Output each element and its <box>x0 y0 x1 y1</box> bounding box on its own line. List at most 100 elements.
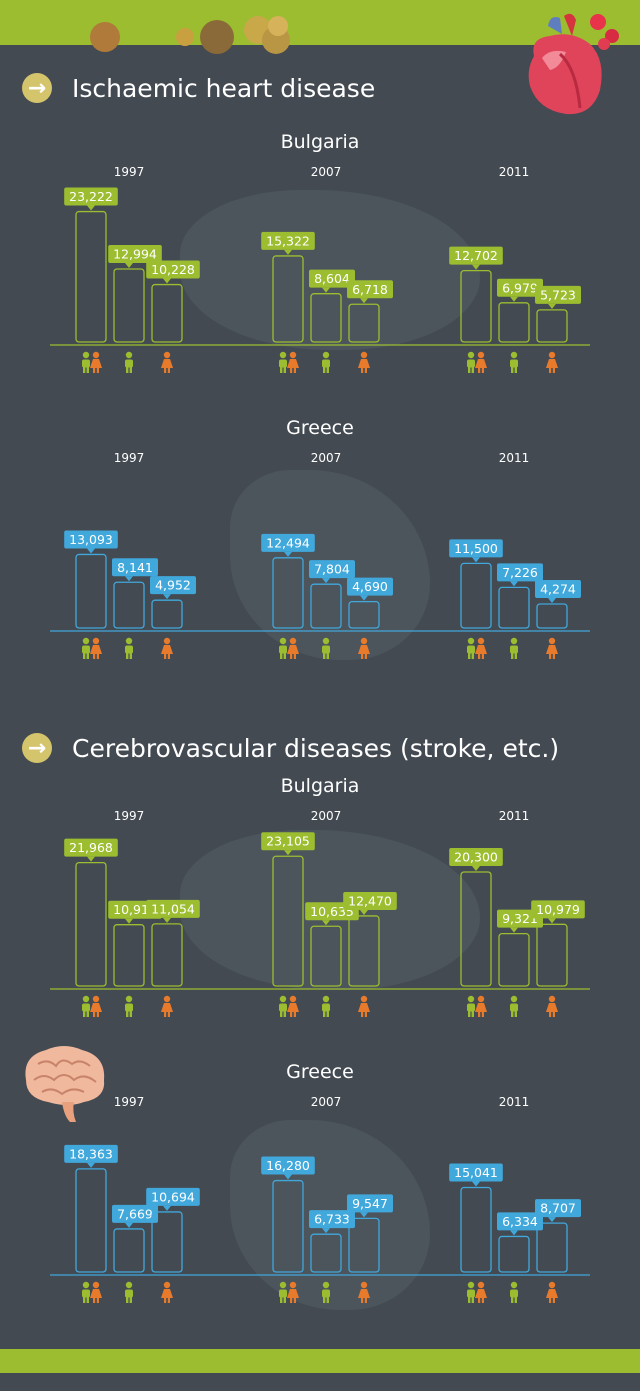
person-dress <box>161 1003 173 1012</box>
data-label-pointer <box>548 918 556 924</box>
person-body <box>510 1289 518 1298</box>
person-leg <box>471 1296 474 1303</box>
person-leg <box>280 1010 283 1017</box>
person-dress <box>161 1289 173 1298</box>
male-female-icon <box>90 1281 102 1303</box>
bar-chart-cerebrovascular-bulgaria: Bulgaria199721,96810,91411,054200723,105… <box>50 775 590 1017</box>
female-icon <box>161 1281 173 1303</box>
person-head <box>163 995 171 1003</box>
person-leg <box>83 1296 86 1303</box>
person-leg <box>364 1011 367 1017</box>
person-leg <box>549 653 552 659</box>
person-head <box>548 637 556 645</box>
person-body <box>467 645 475 654</box>
person-head <box>360 1281 368 1289</box>
person-body <box>510 1003 518 1012</box>
data-label-box <box>449 539 503 558</box>
person-leg <box>481 1011 484 1017</box>
person-dress <box>475 359 487 368</box>
data-label: 12,494 <box>266 535 310 550</box>
male-icon <box>125 995 133 1017</box>
bar <box>113 268 145 343</box>
person-leg <box>167 1011 170 1017</box>
person-head <box>510 1281 518 1289</box>
person-leg <box>86 652 89 659</box>
person-leg <box>129 366 132 373</box>
heart-illustration <box>528 13 619 115</box>
person-body <box>82 645 90 654</box>
data-label-box <box>497 563 543 582</box>
person-body <box>322 645 330 654</box>
female-icon <box>358 995 370 1017</box>
chart-title: Greece <box>286 417 354 439</box>
bar <box>498 586 530 629</box>
bar <box>75 210 107 343</box>
bar <box>498 932 530 987</box>
person-dress <box>90 1289 102 1298</box>
person-head <box>279 1281 287 1289</box>
data-label-box <box>535 285 581 304</box>
data-label-pointer <box>163 594 171 600</box>
person-leg <box>293 653 296 659</box>
bar <box>498 302 530 343</box>
person-leg <box>129 1010 132 1017</box>
data-label: 10,979 <box>536 902 580 917</box>
data-label: 23,222 <box>69 189 113 204</box>
person-body <box>279 359 287 368</box>
male-female-icon <box>279 1281 287 1303</box>
person-body <box>82 1289 90 1298</box>
data-label: 8,604 <box>314 271 350 286</box>
person-body <box>82 1003 90 1012</box>
person-body <box>510 645 518 654</box>
data-label-pointer <box>87 1162 95 1168</box>
person-head <box>92 351 100 359</box>
person-leg <box>511 366 514 373</box>
female-icon <box>161 637 173 659</box>
person-leg <box>364 653 367 659</box>
data-label-pointer <box>125 918 133 924</box>
male-female-icon <box>467 1281 475 1303</box>
person-head <box>279 351 287 359</box>
person-head <box>82 637 90 645</box>
data-label-box <box>535 1199 581 1218</box>
data-label-box <box>108 245 162 264</box>
person-leg <box>514 1010 517 1017</box>
person-body <box>322 1003 330 1012</box>
male-icon <box>125 1281 133 1303</box>
person-head <box>322 351 330 359</box>
data-label-box <box>261 231 315 250</box>
person-head <box>548 351 556 359</box>
bar <box>498 1235 530 1273</box>
male-female-icon <box>82 1281 90 1303</box>
bar <box>348 1217 380 1273</box>
person-head <box>125 351 133 359</box>
person-leg <box>96 653 99 659</box>
person-head <box>92 1281 100 1289</box>
bar <box>113 1228 145 1273</box>
person-body <box>467 1003 475 1012</box>
data-label-pointer <box>284 850 292 856</box>
data-label-pointer <box>87 205 95 211</box>
male-female-icon <box>475 995 487 1017</box>
arrow-right-icon: → <box>22 73 52 103</box>
year-label: 2007 <box>311 165 342 179</box>
person-leg <box>164 653 167 659</box>
person-head <box>322 637 330 645</box>
female-icon <box>358 1281 370 1303</box>
person-head <box>360 351 368 359</box>
person-head <box>360 995 368 1003</box>
data-label-pointer <box>322 920 330 926</box>
person-head <box>289 1281 297 1289</box>
person-body <box>125 1003 133 1012</box>
person-leg <box>280 1296 283 1303</box>
data-label: 12,702 <box>454 248 498 263</box>
person-leg <box>280 652 283 659</box>
data-label-pointer <box>322 578 330 584</box>
person-leg <box>323 1010 326 1017</box>
male-female-icon <box>90 351 102 373</box>
bar <box>272 1179 304 1273</box>
male-icon <box>510 995 518 1017</box>
chart-title: Bulgaria <box>281 131 360 153</box>
data-label-box <box>347 577 393 596</box>
person-leg <box>468 652 471 659</box>
